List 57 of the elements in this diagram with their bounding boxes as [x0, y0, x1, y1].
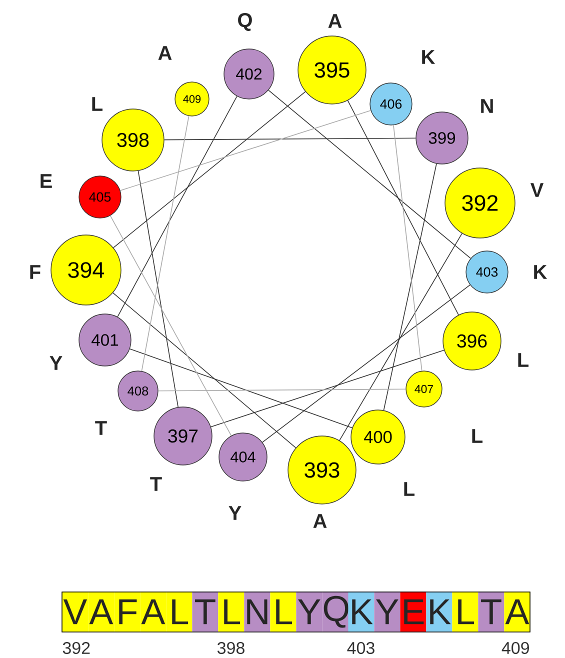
residue-letter: L: [472, 429, 482, 443]
connector-line: [129, 348, 353, 428]
residue-letter: A: [313, 514, 327, 528]
position-number: 398: [217, 642, 244, 654]
connector-line: [110, 215, 232, 436]
sequence-cell: A: [504, 592, 530, 632]
sequence-cell: V: [62, 592, 88, 632]
sequence-cell: E: [400, 592, 426, 632]
residue-letter: T: [150, 477, 162, 491]
connector-line: [138, 170, 179, 408]
connector-line: [112, 292, 296, 448]
sequence-cell: K: [348, 592, 374, 632]
residue-letter: V: [530, 183, 544, 197]
sequence-cell: T: [478, 592, 504, 632]
residue-letter: L: [404, 482, 414, 496]
sequence-cell: L: [166, 592, 192, 632]
connector-line: [339, 233, 462, 441]
residue-letter: E: [40, 174, 52, 188]
connector-line: [262, 284, 470, 443]
residue-letter: T: [95, 421, 107, 435]
sequence-cell: F: [114, 592, 140, 632]
connector-line: [383, 163, 437, 411]
connector-line: [164, 138, 416, 140]
residue-letter: A: [158, 46, 172, 60]
residue-letter: L: [92, 97, 102, 111]
position-number: 392: [62, 642, 90, 654]
residue-letter: Y: [228, 506, 242, 520]
sequence-cell: A: [140, 592, 166, 632]
residue-letter: K: [534, 265, 548, 279]
sequence-cell: T: [192, 592, 218, 632]
sequence-cell: A: [88, 592, 114, 632]
residue-letter: Q: [238, 13, 252, 31]
connector-line: [141, 116, 190, 372]
position-number: 403: [347, 642, 374, 654]
residue-letter: L: [518, 353, 528, 367]
connector-line: [210, 350, 445, 428]
connector-line: [393, 124, 422, 372]
connector-line: [347, 100, 459, 316]
connector-line: [117, 96, 238, 318]
sequence-cell: L: [218, 592, 244, 632]
sequence-cell: Y: [374, 592, 400, 632]
connector-line: [120, 110, 372, 191]
sequence-cell: Y: [296, 592, 322, 632]
position-number: 409: [502, 642, 529, 654]
sequence-cell: Q: [322, 592, 350, 632]
connector-line: [268, 90, 471, 259]
residue-letter: K: [422, 50, 436, 64]
sequence-cell: L: [452, 592, 478, 632]
residue-letter: N: [481, 99, 493, 113]
residue-letter: A: [328, 14, 342, 28]
sequence-cell: N: [244, 592, 270, 632]
sequence-cell: L: [270, 592, 296, 632]
residue-letter: F: [30, 265, 40, 279]
connector-line: [158, 388, 406, 392]
residue-letter: Y: [50, 356, 62, 370]
connector-line: [113, 91, 306, 248]
sequence-cell: K: [426, 592, 452, 632]
